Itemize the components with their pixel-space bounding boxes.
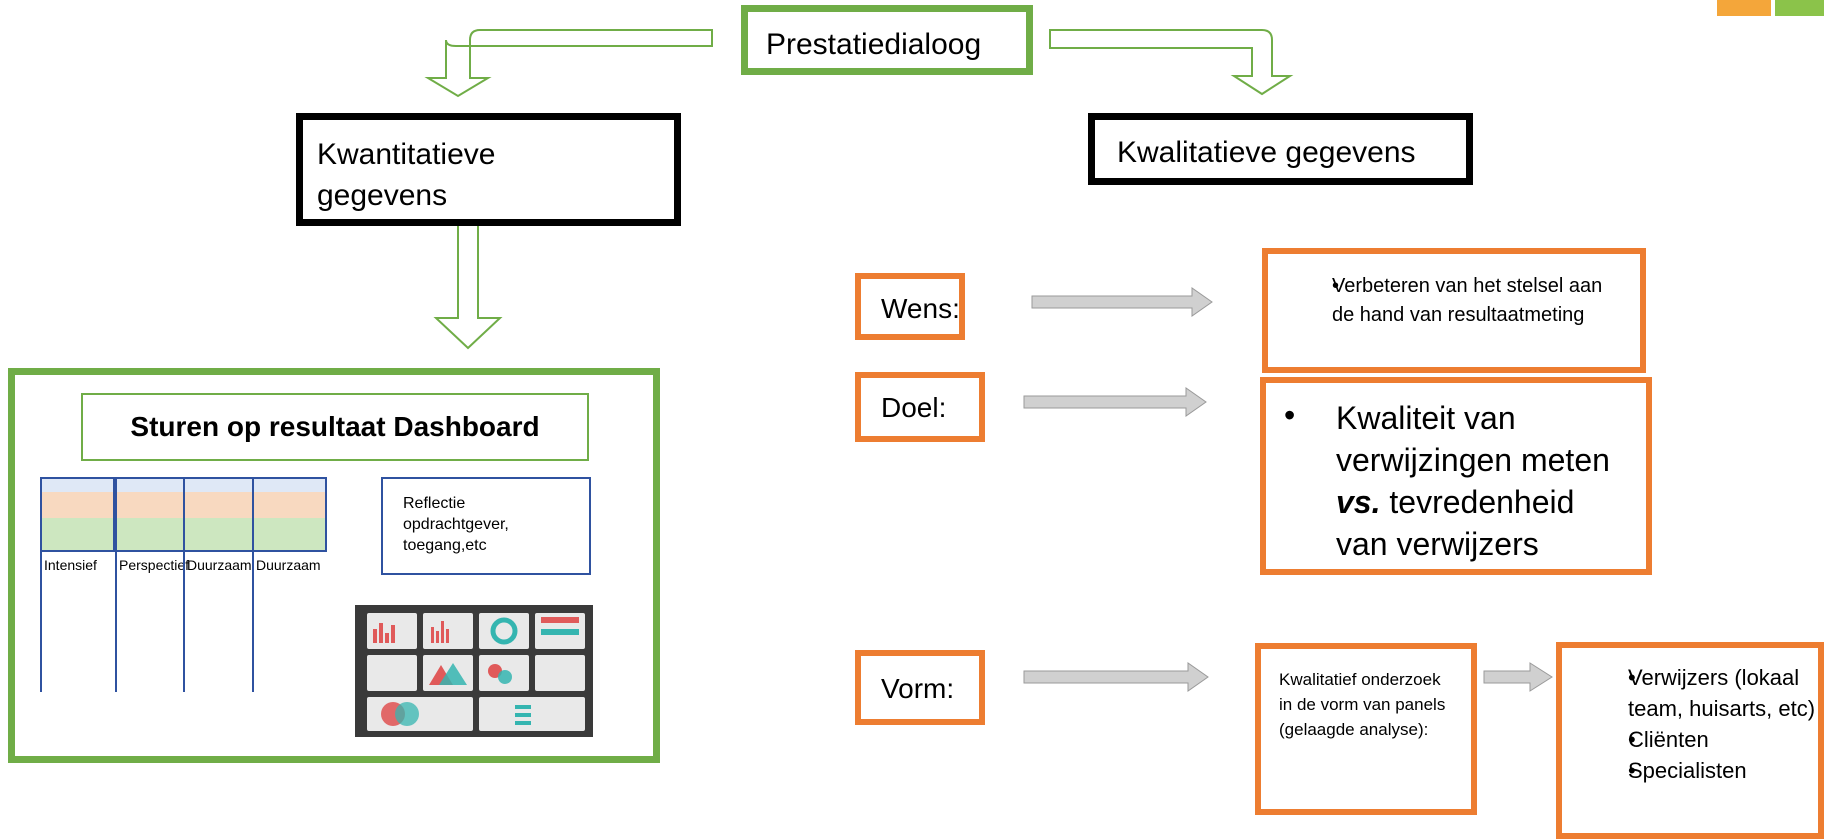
column-label: Intensief — [44, 557, 97, 573]
dashboard-column-4: Duurzaam — [252, 477, 327, 692]
dashboard-tiles-icon — [355, 605, 593, 737]
quantitative-title: Kwantitatieve gegevens — [317, 138, 496, 212]
column-thumbnail — [252, 477, 327, 552]
gray-arrow-icon — [1031, 287, 1213, 317]
column-label: Duurzaam — [187, 557, 252, 573]
dashboard-column-3: Duurzaam — [183, 477, 258, 692]
wens-bullet-text: Verbeteren van het stelsel aan de hand v… — [1332, 275, 1603, 326]
column-label: Perspectief — [119, 557, 190, 573]
qualitative-title: Kwalitatieve gegevens — [1117, 136, 1416, 169]
doel-bullet: • — [1284, 397, 1296, 433]
column-label: Duurzaam — [256, 557, 321, 573]
doel-detail-box: • Kwaliteit van verwijzingen meten vs. t… — [1260, 377, 1652, 575]
doel-label-box: Doel: — [855, 372, 985, 442]
column-thumbnail — [40, 477, 115, 552]
dashboard-tiles-svg — [367, 613, 585, 731]
wens-label-box: Wens: — [855, 273, 965, 340]
vorm-label-box: Vorm: — [855, 650, 985, 725]
hollow-arrow-icon — [433, 209, 503, 350]
prestatiedialoog-box: Prestatiedialoog — [741, 5, 1033, 75]
wens-label: Wens: — [881, 293, 960, 324]
participant-text: Specialisten — [1628, 758, 1747, 783]
dashboard-column-2: Perspectief — [115, 477, 190, 692]
wens-detail-box: Verbeteren van het stelsel aan de hand v… — [1262, 248, 1646, 373]
column-line — [252, 552, 254, 692]
dashboard-title-box: Sturen op resultaat Dashboard — [81, 393, 589, 461]
gray-arrow-icon — [1023, 662, 1209, 692]
doel-line-3-text: tevredenheid — [1380, 484, 1575, 520]
dashboard-panel: Sturen op resultaat Dashboard Intensief … — [8, 368, 660, 763]
doel-line-3: vs. tevredenheid — [1336, 481, 1646, 523]
hollow-arrow-icon — [1049, 29, 1294, 96]
gray-arrow-icon — [1483, 662, 1553, 692]
vorm-method-box: Kwalitatief onderzoek in de vorm van pan… — [1255, 643, 1477, 815]
hollow-arrow-icon — [424, 29, 713, 98]
gray-arrow-icon — [1023, 387, 1207, 417]
quantitative-box: Kwantitatieve gegevens — [296, 113, 681, 226]
doel-text: Kwaliteit van verwijzingen meten vs. tev… — [1336, 397, 1646, 565]
participant-text: Cliënten — [1628, 727, 1709, 752]
participant-text: Verwijzers (lokaal team, huisarts, etc) — [1628, 665, 1816, 721]
participant-item: Specialisten — [1576, 755, 1816, 786]
reflection-text: Reflectie opdrachtgever, toegang,etc — [403, 495, 509, 554]
doel-line-4: van verwijzers — [1336, 526, 1539, 562]
dashboard-column-1: Intensief — [40, 477, 115, 692]
column-line — [183, 552, 185, 692]
doel-label: Doel: — [881, 392, 947, 423]
wens-bullets: Verbeteren van het stelsel aan de hand v… — [1286, 272, 1626, 330]
qualitative-box: Kwalitatieve gegevens — [1088, 113, 1473, 185]
logo-fragment-orange — [1717, 0, 1771, 16]
column-line — [40, 552, 42, 692]
reflection-box: Reflectie opdrachtgever, toegang,etc — [381, 477, 591, 575]
doel-line-2: verwijzingen meten — [1336, 442, 1610, 478]
dashboard-title: Sturen op resultaat Dashboard — [130, 411, 540, 442]
vorm-method-text: Kwalitatief onderzoek in de vorm van pan… — [1279, 670, 1446, 739]
column-thumbnail — [115, 477, 190, 552]
participant-item: Verwijzers (lokaal team, huisarts, etc) — [1576, 662, 1816, 724]
column-line — [115, 552, 117, 692]
column-thumbnail — [183, 477, 258, 552]
participant-list: Verwijzers (lokaal team, huisarts, etc) … — [1576, 662, 1816, 786]
vorm-participants-box: Verwijzers (lokaal team, huisarts, etc) … — [1556, 642, 1824, 839]
participant-item: Cliënten — [1576, 724, 1816, 755]
logo-fragment-green — [1775, 0, 1824, 16]
wens-bullet-item: Verbeteren van het stelsel aan de hand v… — [1286, 272, 1626, 330]
doel-vs: vs. — [1336, 484, 1381, 520]
doel-line-1: Kwaliteit van — [1336, 400, 1516, 436]
prestatiedialoog-title: Prestatiedialoog — [766, 28, 982, 61]
vorm-label: Vorm: — [881, 673, 955, 704]
